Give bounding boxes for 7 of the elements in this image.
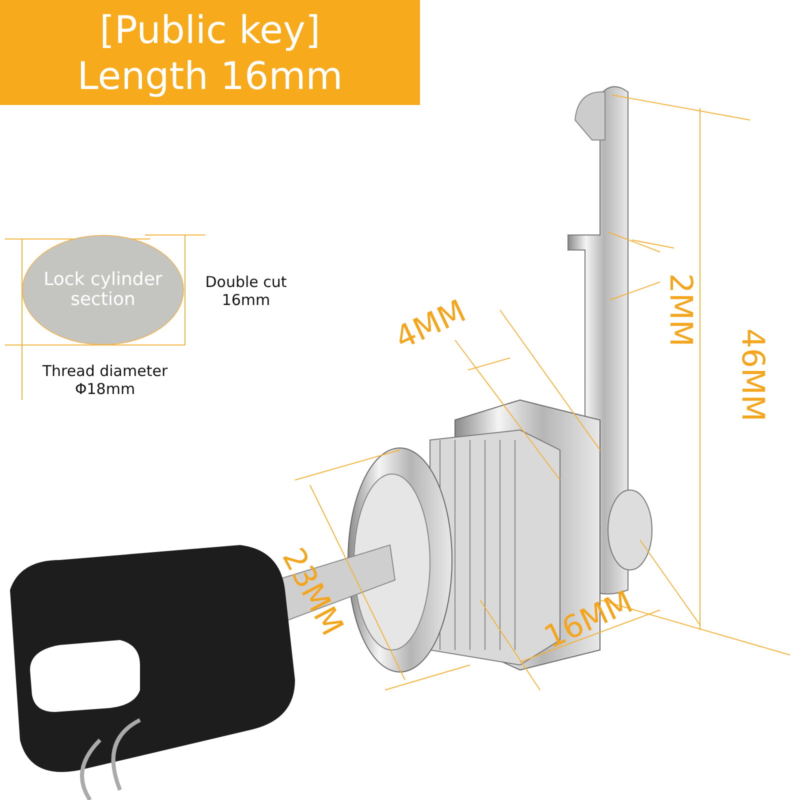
- cross-section-oval: Lock cylinder section: [22, 235, 184, 345]
- dimension-label: Double cut 16mm: [204, 273, 288, 309]
- dimension-label: 4MM: [389, 293, 471, 357]
- dimension-label: Thread diameter Φ18mm: [41, 362, 169, 398]
- title: [Public key] Length 16mm: [76, 6, 344, 98]
- dimension-label: 46MM: [734, 328, 770, 422]
- dimension-label: 2MM: [662, 273, 698, 347]
